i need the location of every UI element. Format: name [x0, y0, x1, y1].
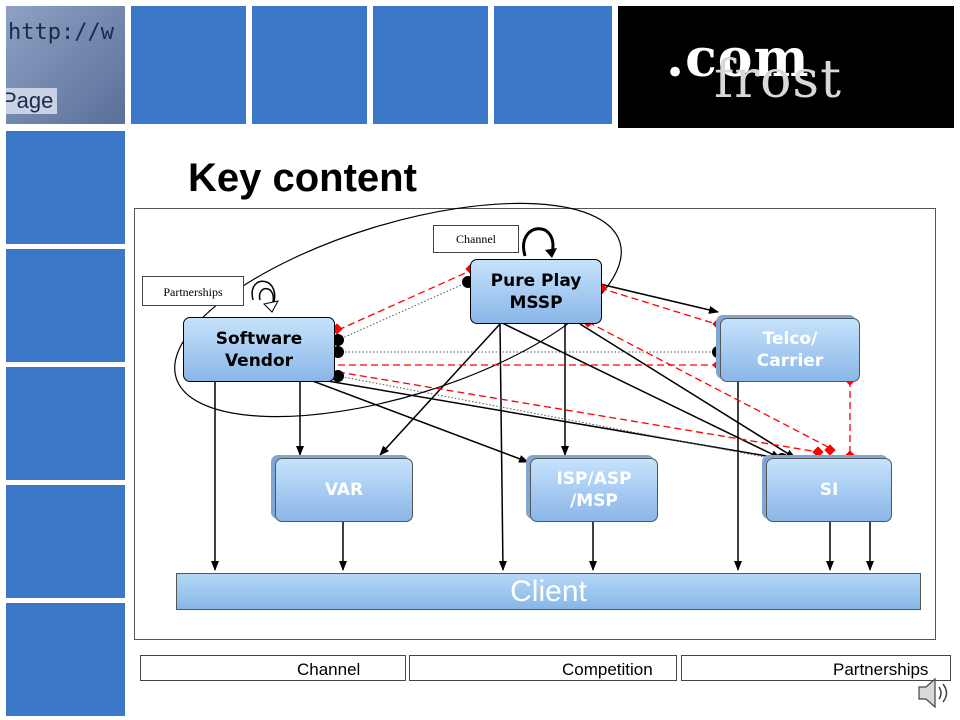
speaker-icon[interactable] [915, 675, 955, 711]
side-tile [6, 603, 125, 716]
brand-logo: frost.com [618, 6, 954, 128]
node-software-vendor: Software Vendor [183, 317, 335, 382]
node-telco-carrier: Telco/ Carrier [720, 318, 860, 382]
legend-partnerships-label: Partnerships [833, 660, 929, 679]
node-pure-play-mssp: Pure Play MSSP [470, 259, 602, 324]
channel-callout: Channel [433, 225, 519, 253]
grouping-ellipse [174, 202, 622, 418]
node-var: VAR [275, 458, 413, 522]
side-tile [6, 131, 125, 244]
url-text: http://w [8, 20, 114, 45]
header-tile [494, 6, 612, 124]
node-client: Client [176, 573, 921, 610]
divider [126, 130, 128, 720]
slide-title: Key content [188, 156, 417, 200]
header-tile [131, 6, 246, 124]
side-tile [6, 485, 125, 598]
browser-address-image: http://w Page [6, 6, 125, 124]
legend-competition-label: Competition [562, 660, 653, 679]
curved-arrow-icon [258, 288, 275, 307]
brand-name: frost [714, 50, 842, 110]
brand-suffix: .com [666, 28, 810, 89]
node-isp-asp-msp: ISP/ASP /MSP [530, 458, 658, 522]
partnership-lines [337, 281, 781, 461]
header-tile [373, 6, 488, 124]
node-si: SI [766, 458, 892, 522]
side-tile [6, 249, 125, 362]
curved-arrow-icon [522, 227, 555, 257]
header-bar: http://w Page frost.com [0, 0, 960, 130]
legend-partnerships-box [681, 655, 951, 681]
legend-competition-box [409, 655, 677, 681]
side-tile [6, 367, 125, 480]
header-tile [252, 6, 367, 124]
legend-channel-label: Channel [297, 660, 361, 679]
partnerships-callout: Partnerships [142, 276, 244, 306]
competition-lines [337, 269, 851, 456]
page-text: Page [6, 88, 58, 114]
legend-channel-box [140, 655, 406, 681]
